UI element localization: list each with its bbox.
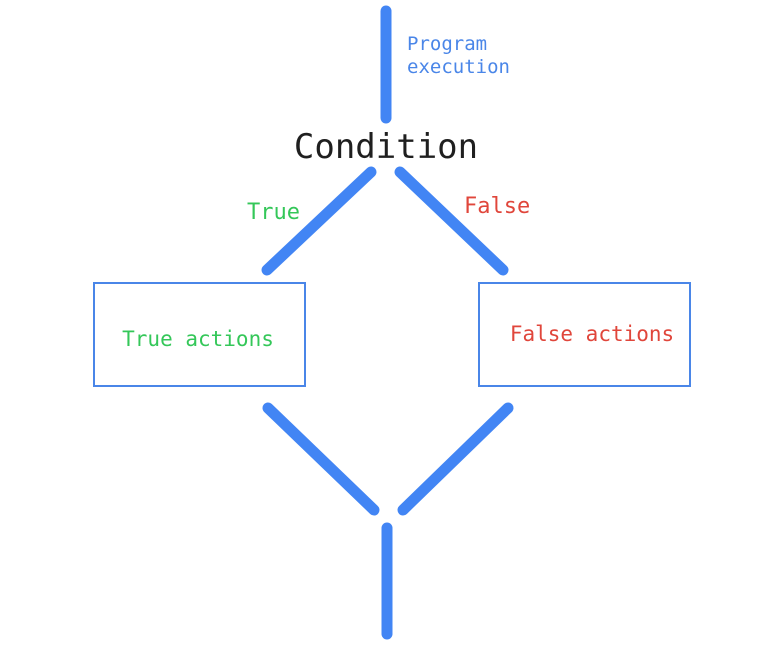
- false-branch-label: False: [464, 194, 530, 219]
- true-actions-label: True actions: [122, 327, 274, 351]
- true-branch-label: True: [247, 200, 300, 225]
- false-actions-box: [478, 282, 691, 387]
- condition-label: Condition: [294, 127, 478, 167]
- program-execution-label-line1: Program: [407, 33, 487, 55]
- false-actions-label: False actions: [510, 322, 674, 346]
- false-branch-connector: [394, 166, 509, 276]
- program-execution-label-line2: execution: [407, 56, 510, 78]
- true-branch-connector: [261, 166, 377, 276]
- false-merge-connector: [397, 402, 514, 516]
- true-merge-connector: [262, 402, 380, 516]
- true-actions-box: [93, 282, 306, 387]
